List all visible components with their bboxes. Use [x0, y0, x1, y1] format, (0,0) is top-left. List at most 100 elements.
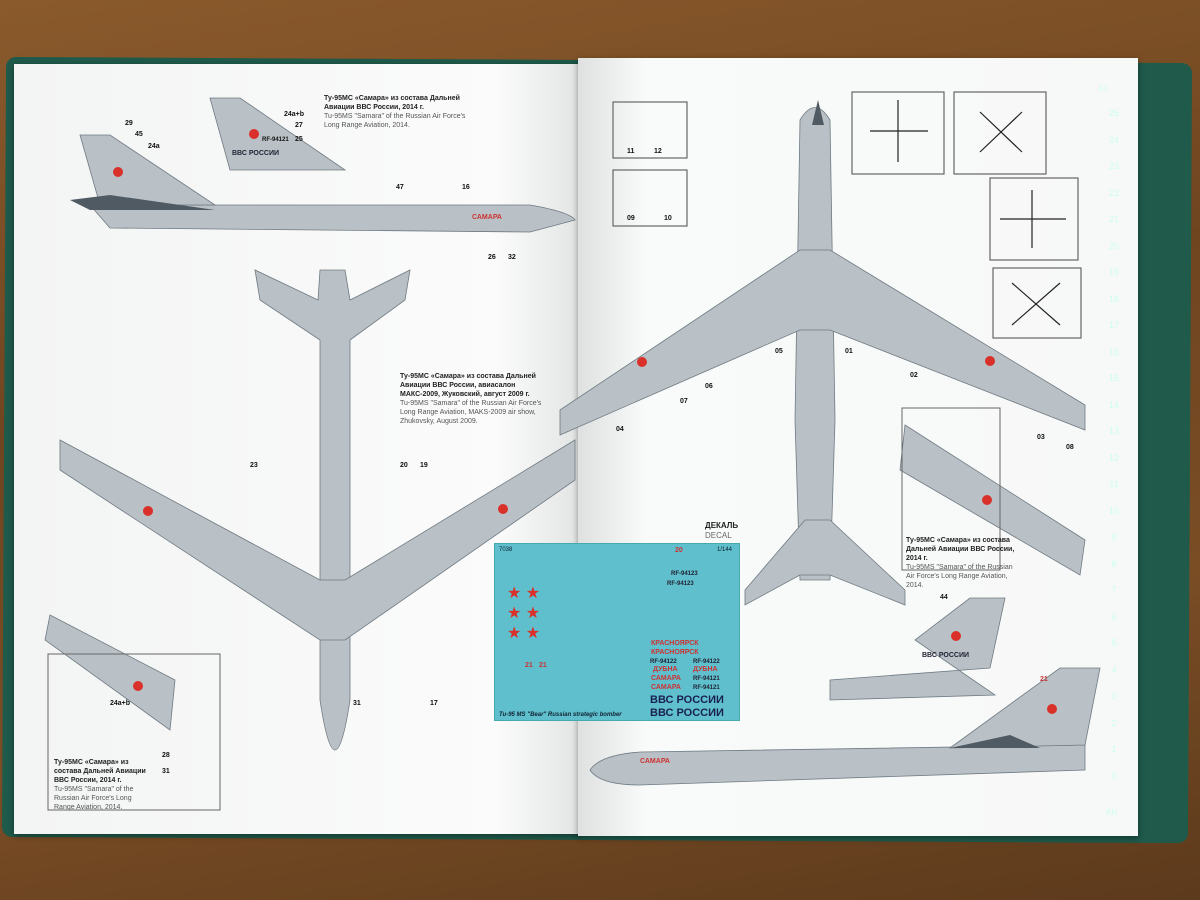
- tail-text: ВВС РОССИИ: [232, 150, 280, 157]
- ruler-number: 11: [1109, 479, 1119, 489]
- ruler-number: 18: [1108, 293, 1119, 304]
- planform-left-wing: [59, 439, 576, 641]
- planform-right-fuselage: [794, 107, 836, 581]
- callout: 20: [400, 462, 408, 469]
- sheet-label: A3: [1098, 84, 1109, 93]
- decal-name: ДУБНА: [693, 666, 718, 673]
- decal-sheet: 7038 1/144 ★ ★★ ★★ ★ RF-94123 RF-94123 К…: [494, 543, 740, 721]
- tail-detail: [209, 97, 347, 171]
- ruler-number: 10: [1108, 505, 1119, 516]
- decal-title-en: DECAL: [705, 531, 732, 540]
- side-view-fuselage-bottom: [589, 744, 1086, 786]
- planform-right-wing: [559, 249, 1086, 436]
- decal-reg: RF-94122: [650, 659, 677, 665]
- callout: 31: [162, 768, 170, 775]
- decal-name: САМАРА: [651, 684, 681, 691]
- ruler-number: 9: [1111, 532, 1117, 542]
- callout: 24a+b: [284, 111, 305, 118]
- callout: 06: [705, 383, 713, 390]
- caption-maks: Ту-95МС «Самара» из состава Дальней Авиа…: [400, 373, 542, 425]
- ruler-number: 19: [1108, 267, 1119, 277]
- callout: 09: [627, 215, 635, 222]
- callout: 27: [295, 122, 303, 129]
- decal-air-force: ВВС РОССИИ: [650, 694, 724, 706]
- decal-reg: RF-94121: [693, 685, 720, 691]
- ruler-number: 21: [1108, 214, 1119, 224]
- callout: 01: [845, 348, 853, 355]
- callout: 12: [654, 148, 662, 155]
- ruler-number: 8: [1111, 558, 1117, 569]
- callout: 08: [1066, 444, 1074, 451]
- ruler-number: 25: [1108, 108, 1119, 118]
- decal-number: 21: [539, 662, 547, 669]
- decal-name: ДУБНА: [653, 666, 678, 673]
- caption-frame-left: [47, 653, 221, 811]
- callout: 02: [910, 372, 918, 379]
- callout: 17: [430, 700, 438, 707]
- callout: 26: [488, 254, 496, 261]
- red-stars: [113, 129, 1057, 714]
- ruler-number: 24: [1108, 134, 1119, 145]
- side-view-fuselage: [89, 204, 576, 233]
- callout: 28: [162, 752, 170, 759]
- ruler-number: 3: [1111, 691, 1117, 701]
- ruler-number: 12: [1108, 452, 1119, 463]
- ruler-number: 14: [1108, 399, 1119, 410]
- ruler-number: 5: [1111, 638, 1117, 648]
- caption-tail-top-left: Ту-95МС «Самара» из состава Дальней Авиа…: [324, 95, 466, 129]
- callout: 32: [508, 254, 516, 261]
- decal-name: КРАСНОЯРСК: [651, 640, 699, 647]
- callout: 25: [295, 136, 303, 143]
- wing-detail-left: [44, 614, 176, 731]
- callout: 47: [396, 184, 404, 191]
- decal-number: 20: [675, 547, 683, 554]
- ruler-number: 15: [1108, 373, 1119, 383]
- side-view-tail-bottom: [948, 667, 1101, 749]
- ruler-number: 17: [1108, 320, 1119, 330]
- ruler-number: 1: [1111, 744, 1117, 754]
- callout: 23: [250, 462, 258, 469]
- decal-name: КРАСНОЯРСК: [651, 649, 699, 656]
- callout: 05: [775, 348, 783, 355]
- planform-right-tail: [744, 519, 906, 606]
- callout: 16: [462, 184, 470, 191]
- caption-frame-right: [901, 407, 1001, 571]
- ruler-footer: AN: [1106, 808, 1118, 817]
- callout: 45: [135, 131, 143, 138]
- decal-reg: RF-94123: [667, 581, 694, 587]
- callout: 44: [940, 594, 948, 601]
- decal-code: 7038: [499, 547, 513, 553]
- decal-scale: 1/144: [717, 547, 733, 553]
- tail-number: 21: [1040, 676, 1048, 683]
- ruler-number: 13: [1108, 426, 1119, 436]
- decal-title-ru: ДЕКАЛЬ: [705, 521, 739, 530]
- tail-text-right: ВВС РОССИИ: [922, 652, 970, 659]
- ruler-number: 6: [1111, 611, 1117, 622]
- ruler-number: 7: [1111, 585, 1117, 595]
- tail-reg: RF-94121: [262, 137, 289, 143]
- callout: 07: [680, 398, 688, 405]
- caption-bottom-left: Ту-95МС «Самара» из состава Дальней Авиа…: [54, 759, 146, 811]
- tail-detail-right: [829, 597, 1006, 701]
- callout: 31: [353, 700, 361, 707]
- decal-footer: Tu-95 MS "Bear" Russian strategic bomber: [499, 712, 622, 718]
- side-view-tail: [79, 134, 217, 206]
- ruler-number: 20: [1108, 240, 1119, 251]
- ruler-number: 2: [1111, 717, 1117, 728]
- ruler-number: 0: [1111, 770, 1117, 781]
- decal-stars: ★ ★★ ★★ ★: [507, 585, 541, 642]
- propeller-diagrams: [612, 91, 1082, 339]
- decal-reg: RF-94122: [693, 659, 720, 665]
- decal-reg: RF-94121: [693, 676, 720, 682]
- callout: 04: [616, 426, 624, 433]
- callout: 24a: [148, 143, 160, 150]
- ruler-number: 22: [1108, 187, 1119, 198]
- ruler-number: 16: [1108, 346, 1119, 357]
- ruler-number: 23: [1108, 161, 1119, 171]
- callout: 24a+b: [110, 700, 131, 707]
- callout: 11: [627, 148, 635, 155]
- decal-number: 21: [525, 662, 533, 669]
- decal-air-force: ВВС РОССИИ: [650, 707, 724, 719]
- callout: 29: [125, 120, 133, 127]
